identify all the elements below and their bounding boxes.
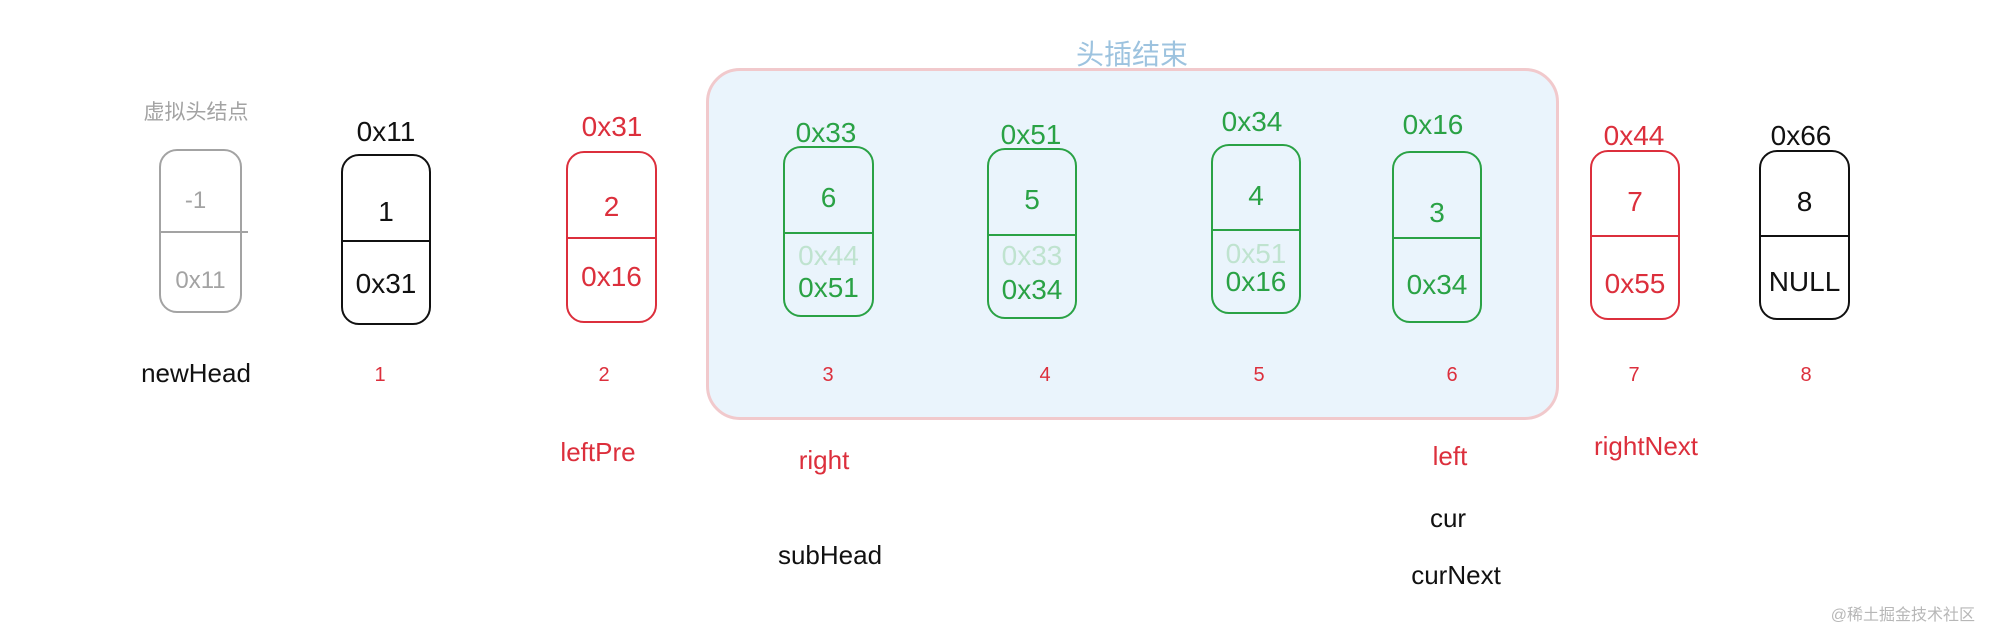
node-8-value: 8 bbox=[1796, 186, 1813, 217]
node-1-next: 0x31 bbox=[355, 268, 417, 299]
node-3-index: 3 bbox=[822, 364, 834, 386]
dummy-node: -1 0x11 bbox=[159, 149, 248, 313]
node-6-value: 3 bbox=[1429, 197, 1445, 228]
node-2-next: 0x16 bbox=[581, 261, 642, 292]
pointer-curNext: curNext bbox=[1411, 560, 1501, 590]
node-5-address: 0x34 bbox=[1221, 106, 1283, 137]
node-4-address: 0x51 bbox=[1000, 119, 1062, 150]
dummy-caption: 虚拟头结点 bbox=[143, 101, 249, 124]
node-4-index: 4 bbox=[1039, 364, 1051, 386]
node-7-address: 0x44 bbox=[1603, 120, 1665, 151]
node-6-address: 0x16 bbox=[1402, 109, 1464, 140]
node-2-address: 0x31 bbox=[581, 111, 643, 142]
node-5-index: 5 bbox=[1253, 364, 1265, 386]
node-2-value: 2 bbox=[603, 191, 620, 222]
pointer-leftPre: leftPre bbox=[560, 437, 636, 467]
node-5-old-next: 0x51 bbox=[1225, 238, 1287, 269]
watermark: @稀土掘金技术社区 bbox=[1830, 607, 1975, 624]
node-5: 4 0x51 0x16 bbox=[1211, 144, 1301, 314]
dummy-value: -1 bbox=[184, 187, 207, 214]
node-3-old-next: 0x44 bbox=[798, 240, 859, 271]
node-7-index: 7 bbox=[1628, 364, 1640, 386]
dummy-next: 0x11 bbox=[175, 267, 226, 294]
node-1-index: 1 bbox=[374, 364, 386, 386]
pointer-left: left bbox=[1432, 441, 1468, 471]
node-1-address: 0x11 bbox=[356, 116, 416, 147]
node-3: 6 0x44 0x51 bbox=[783, 146, 874, 317]
node-7-next: 0x55 bbox=[1604, 268, 1666, 299]
node-3-value: 6 bbox=[820, 182, 837, 213]
node-3-address: 0x33 bbox=[795, 117, 857, 148]
node-4-old-next: 0x33 bbox=[1001, 240, 1063, 271]
node-8-next: NULL bbox=[1768, 266, 1841, 297]
node-8: 8 NULL bbox=[1759, 150, 1850, 320]
node-2: 2 0x16 bbox=[566, 151, 657, 323]
node-6: 3 0x34 bbox=[1392, 151, 1482, 323]
node-6-next: 0x34 bbox=[1406, 269, 1468, 300]
node-2-index: 2 bbox=[598, 364, 610, 386]
node-4-value: 5 bbox=[1024, 184, 1040, 215]
pointer-cur: cur bbox=[1429, 503, 1467, 533]
node-8-address: 0x66 bbox=[1770, 120, 1832, 151]
node-8-index: 8 bbox=[1800, 364, 1812, 386]
reversed-region bbox=[706, 68, 1559, 420]
pointer-rightNext: rightNext bbox=[1593, 431, 1699, 461]
pointer-subHead: subHead bbox=[777, 540, 883, 570]
node-6-index: 6 bbox=[1446, 364, 1458, 386]
region-title: 头插结束 bbox=[1075, 39, 1189, 70]
node-7-value: 7 bbox=[1627, 186, 1643, 217]
node-7: 7 0x55 bbox=[1590, 150, 1680, 320]
pointer-newHead: newHead bbox=[141, 358, 251, 388]
node-5-value: 4 bbox=[1248, 180, 1264, 211]
node-1: 1 0x31 bbox=[341, 154, 431, 325]
node-1-value: 1 bbox=[378, 196, 394, 227]
node-3-next: 0x51 bbox=[798, 272, 859, 303]
pointer-right: right bbox=[798, 445, 850, 475]
node-4: 5 0x33 0x34 bbox=[987, 148, 1077, 319]
node-5-next: 0x16 bbox=[1225, 266, 1287, 297]
node-4-next: 0x34 bbox=[1001, 274, 1063, 305]
